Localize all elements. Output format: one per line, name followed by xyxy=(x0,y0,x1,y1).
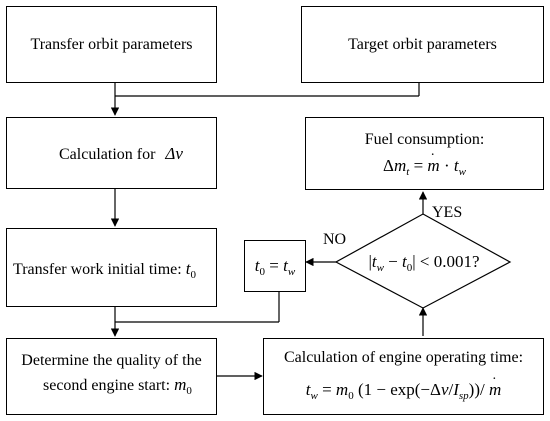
calc-dv-symbol: Δv xyxy=(165,144,183,163)
engine-title: Calculation of engine operating time: xyxy=(283,349,524,366)
calc-dv-label: Calculation for Δv xyxy=(59,145,183,163)
quality-text: second engine start: xyxy=(43,377,171,394)
quality-line2: second engine start: m0 xyxy=(43,375,192,397)
yes-label: YES xyxy=(432,204,463,221)
initial-time-symbol: t0 xyxy=(185,259,196,281)
engine-box: Calculation of engine operating time: tw… xyxy=(263,338,544,415)
target-orbit-box: Target orbit parameters xyxy=(301,6,544,83)
decision-diamond xyxy=(334,213,512,309)
quality-line1: Determine the quality of the xyxy=(21,352,202,369)
calc-dv-text: Calculation for xyxy=(59,146,156,163)
initial-time-box: Transfer work initial time: t0 xyxy=(6,228,217,307)
no-label: NO xyxy=(323,231,347,248)
transfer-orbit-box: Transfer orbit parameters xyxy=(6,6,217,83)
initial-time-text: Transfer work initial time: xyxy=(13,261,182,278)
reset-formula: t0 = tw xyxy=(254,256,296,278)
transfer-orbit-label: Transfer orbit parameters xyxy=(30,36,193,53)
reset-box: t0 = tw xyxy=(244,240,306,292)
fuel-box: Fuel consumption: Δmt = m· · tw xyxy=(305,117,544,190)
target-orbit-label: Target orbit parameters xyxy=(348,36,497,53)
fuel-formula: Δmt = m· · tw xyxy=(383,148,466,178)
fuel-title: Fuel consumption: xyxy=(364,131,485,148)
calc-dv-box: Calculation for Δv xyxy=(6,117,217,189)
quality-symbol: m0 xyxy=(174,375,192,397)
decision-condition: |tw − t0| < 0.001? xyxy=(368,252,480,274)
initial-time-label: Transfer work initial time: t0 xyxy=(13,259,196,281)
quality-box: Determine the quality of the second engi… xyxy=(6,338,217,415)
engine-formula: tw = m0 (1 − exp(−Δv/Isp))/ m· xyxy=(305,372,502,402)
